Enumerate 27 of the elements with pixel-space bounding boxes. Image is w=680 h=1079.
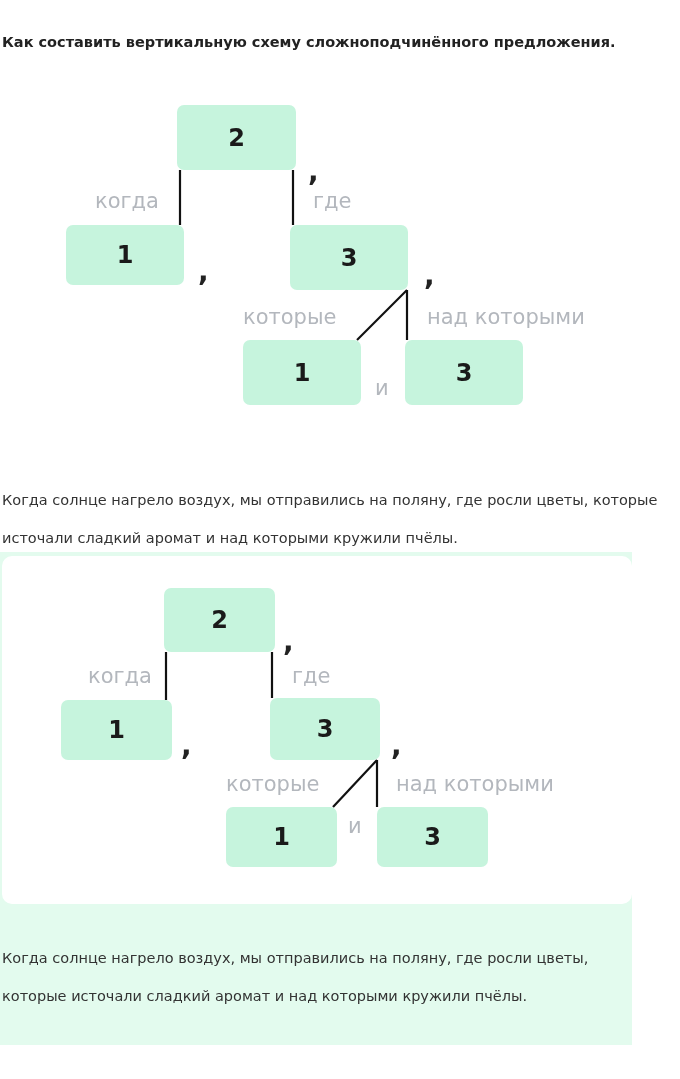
clause-box: 3 — [377, 807, 488, 867]
clause-box: 1 — [66, 225, 184, 285]
heading: Как составить вертикальную схему сложноподчинённого предложения. — [2, 34, 616, 50]
connector-line — [164, 652, 168, 700]
comma-mark: , — [181, 732, 192, 760]
connector-line — [270, 652, 274, 698]
comma-mark: , — [283, 628, 294, 656]
connector-line — [405, 290, 409, 340]
clause-box: 3 — [270, 698, 380, 760]
clause-box: 2 — [164, 588, 275, 652]
example-sentence: Когда солнце нагрело воздух, мы отправились на поляну, где росли цветы, которые источали сладкий аромат и над которыми кружили пчёлы. — [2, 491, 659, 548]
connector-line — [375, 760, 379, 807]
connector-line — [291, 170, 295, 225]
clause-box: 3 — [290, 225, 408, 290]
comma-mark: , — [308, 158, 319, 186]
clause-box: 2 — [177, 105, 296, 170]
clause-box: 1 — [226, 807, 337, 867]
connector-line — [356, 289, 408, 341]
comma-mark: , — [424, 262, 435, 290]
connector-line — [332, 759, 378, 808]
clause-box: 1 — [61, 700, 172, 760]
connector-line — [178, 170, 182, 225]
example-sentence: Когда солнце нагрело воздух, мы отправились на поляну, где росли цветы, которые источали сладкий аромат и над которыми кружили пчёлы. — [2, 949, 590, 1006]
clause-box: 1 — [243, 340, 361, 405]
clause-box: 3 — [405, 340, 523, 405]
comma-mark: , — [198, 258, 209, 286]
comma-mark: , — [391, 732, 402, 760]
